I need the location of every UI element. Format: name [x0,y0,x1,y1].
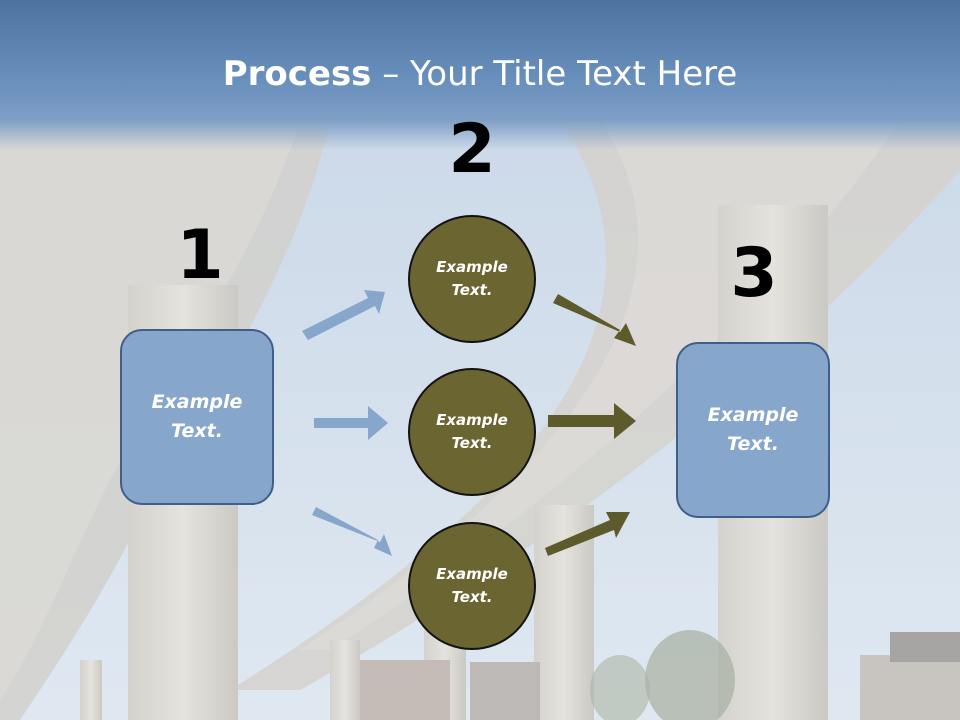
process-circle-1[interactable]: Example Text. [408,215,536,343]
right-process-box[interactable]: Example Text. [676,342,830,518]
process-circle-2[interactable]: Example Text. [408,368,536,496]
circle-3-text: Example Text. [436,565,508,606]
right-box-text: Example Text. [707,404,799,455]
step-number-2: 2 [448,110,496,189]
olive-arrows [545,294,636,556]
left-process-box[interactable]: Example Text. [120,329,274,505]
title-bold-part: Process [222,54,372,94]
arrow-circle-1-to-right [553,294,636,346]
blue-arrows [302,290,392,556]
arrow-circle-3-to-right [545,512,630,556]
circle-1-text: Example Text. [436,258,508,299]
arrow-left-to-circle-2 [314,406,388,440]
left-box-text: Example Text. [151,391,243,442]
arrow-left-to-circle-1 [302,290,385,340]
step-number-1: 1 [176,216,224,295]
title-rest-part: – Your Title Text Here [371,54,738,94]
step-number-3: 3 [730,234,778,313]
slide-title: Process – Your Title Text Here [0,52,960,96]
title-band [0,0,960,150]
arrow-circle-2-to-right [548,403,636,439]
arrow-left-to-circle-3 [312,507,392,556]
process-circle-3[interactable]: Example Text. [408,522,536,650]
circle-2-text: Example Text. [436,411,508,452]
